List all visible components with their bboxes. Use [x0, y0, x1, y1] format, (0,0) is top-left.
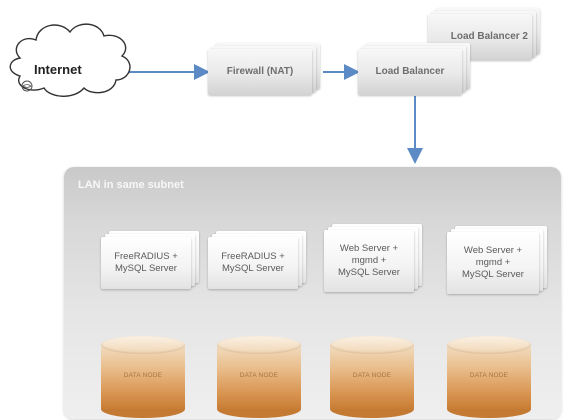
server-label: FreeRADIUS + MySQL Server [221, 251, 285, 274]
data-node-label: DATA NODE [469, 372, 509, 379]
firewall-node: Firewall (NAT) [208, 43, 320, 95]
data-node-cylinder: DATA NODE [101, 336, 185, 418]
lan-label: LAN in same subnet [78, 179, 184, 191]
internet-label: Internet [34, 62, 82, 77]
data-node-label: DATA NODE [352, 372, 392, 379]
server-node: FreeRADIUS + MySQL Server [208, 231, 306, 289]
data-node-label: DATA NODE [123, 372, 163, 379]
load-balancer-node: Load Balancer [358, 43, 470, 95]
firewall-label: Firewall (NAT) [226, 66, 294, 77]
server-label: FreeRADIUS + MySQL Server [114, 251, 178, 274]
data-node-label: DATA NODE [239, 372, 279, 379]
load-balancer-2-node: Load Balancer 2 [428, 8, 540, 60]
data-node-cylinder: DATA NODE [330, 336, 414, 418]
server-label: Web Server + mgmd + MySQL Server [462, 245, 524, 280]
load-balancer-2-label: Load Balancer 2 [450, 31, 528, 42]
server-node: FreeRADIUS + MySQL Server [101, 231, 199, 289]
server-label: Web Server + mgmd + MySQL Server [338, 243, 400, 278]
server-node: Web Server + mgmd + MySQL Server [324, 224, 422, 292]
data-node-cylinder: DATA NODE [217, 336, 301, 418]
server-node: Web Server + mgmd + MySQL Server [447, 226, 547, 294]
cloud-icon [9, 23, 131, 97]
data-node-cylinder: DATA NODE [447, 336, 531, 418]
load-balancer-label: Load Balancer [375, 66, 445, 77]
